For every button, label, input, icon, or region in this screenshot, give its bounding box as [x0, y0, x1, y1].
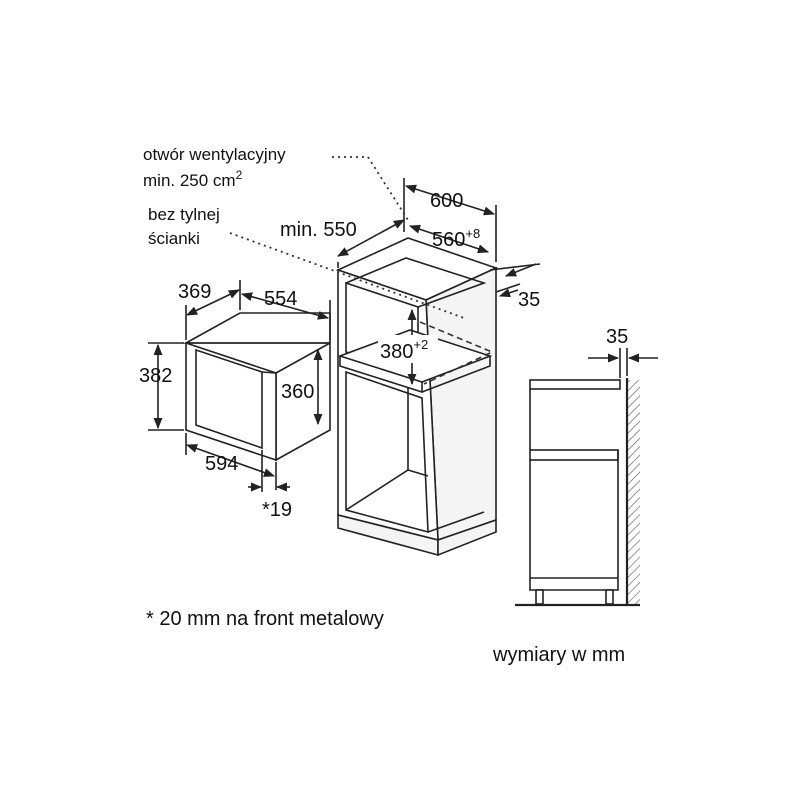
- dim-554-label: 554: [264, 288, 297, 310]
- dim-560-label: 560+8: [432, 226, 480, 251]
- appliance-front: [185, 341, 277, 462]
- dim-line-min550: [337, 219, 405, 257]
- dim-360-label: 360: [281, 381, 314, 403]
- side-view-drawing: 35: [515, 326, 658, 607]
- appliance-top-face: [182, 312, 331, 344]
- dim-line-600: [404, 184, 496, 216]
- dim-min550-label: min. 550: [280, 219, 357, 241]
- dim-594-label: 594: [205, 453, 238, 475]
- no-back-wall-label: bez tylnej: [148, 205, 220, 224]
- appliance-drawing: 369 554 382 360 594 *19: [139, 280, 331, 521]
- wall-hatch: [627, 380, 640, 606]
- dim-382-label: 382: [139, 365, 172, 387]
- dim-380-label: 380+2: [380, 337, 428, 363]
- dim-369-label: 369: [178, 281, 211, 303]
- vent-min-area-label: min. 250 cm2: [143, 168, 243, 190]
- dim-line-560: [408, 224, 490, 254]
- vent-opening-label: otwór wentylacyjny: [143, 145, 286, 164]
- dim-line-594: [185, 444, 276, 477]
- dim-19-label: *19: [262, 499, 292, 521]
- no-back-wall-label-2: ścianki: [148, 229, 200, 248]
- side-top-shelf: [529, 379, 621, 390]
- vent-leader-line: [332, 156, 409, 221]
- dim-600-label: 600: [430, 190, 463, 212]
- dim-line-554: [240, 292, 330, 320]
- dim-35-cabinet-label: 35: [518, 289, 540, 311]
- units-text: wymiary w mm: [492, 644, 625, 666]
- footnote-text: * 20 mm na front metalowy: [146, 608, 384, 630]
- dim-35-side-label: 35: [606, 326, 628, 348]
- cabinet-drawing: 600 min. 550 560+8 35 380+2: [229, 156, 540, 557]
- dim-line-369: [185, 289, 241, 316]
